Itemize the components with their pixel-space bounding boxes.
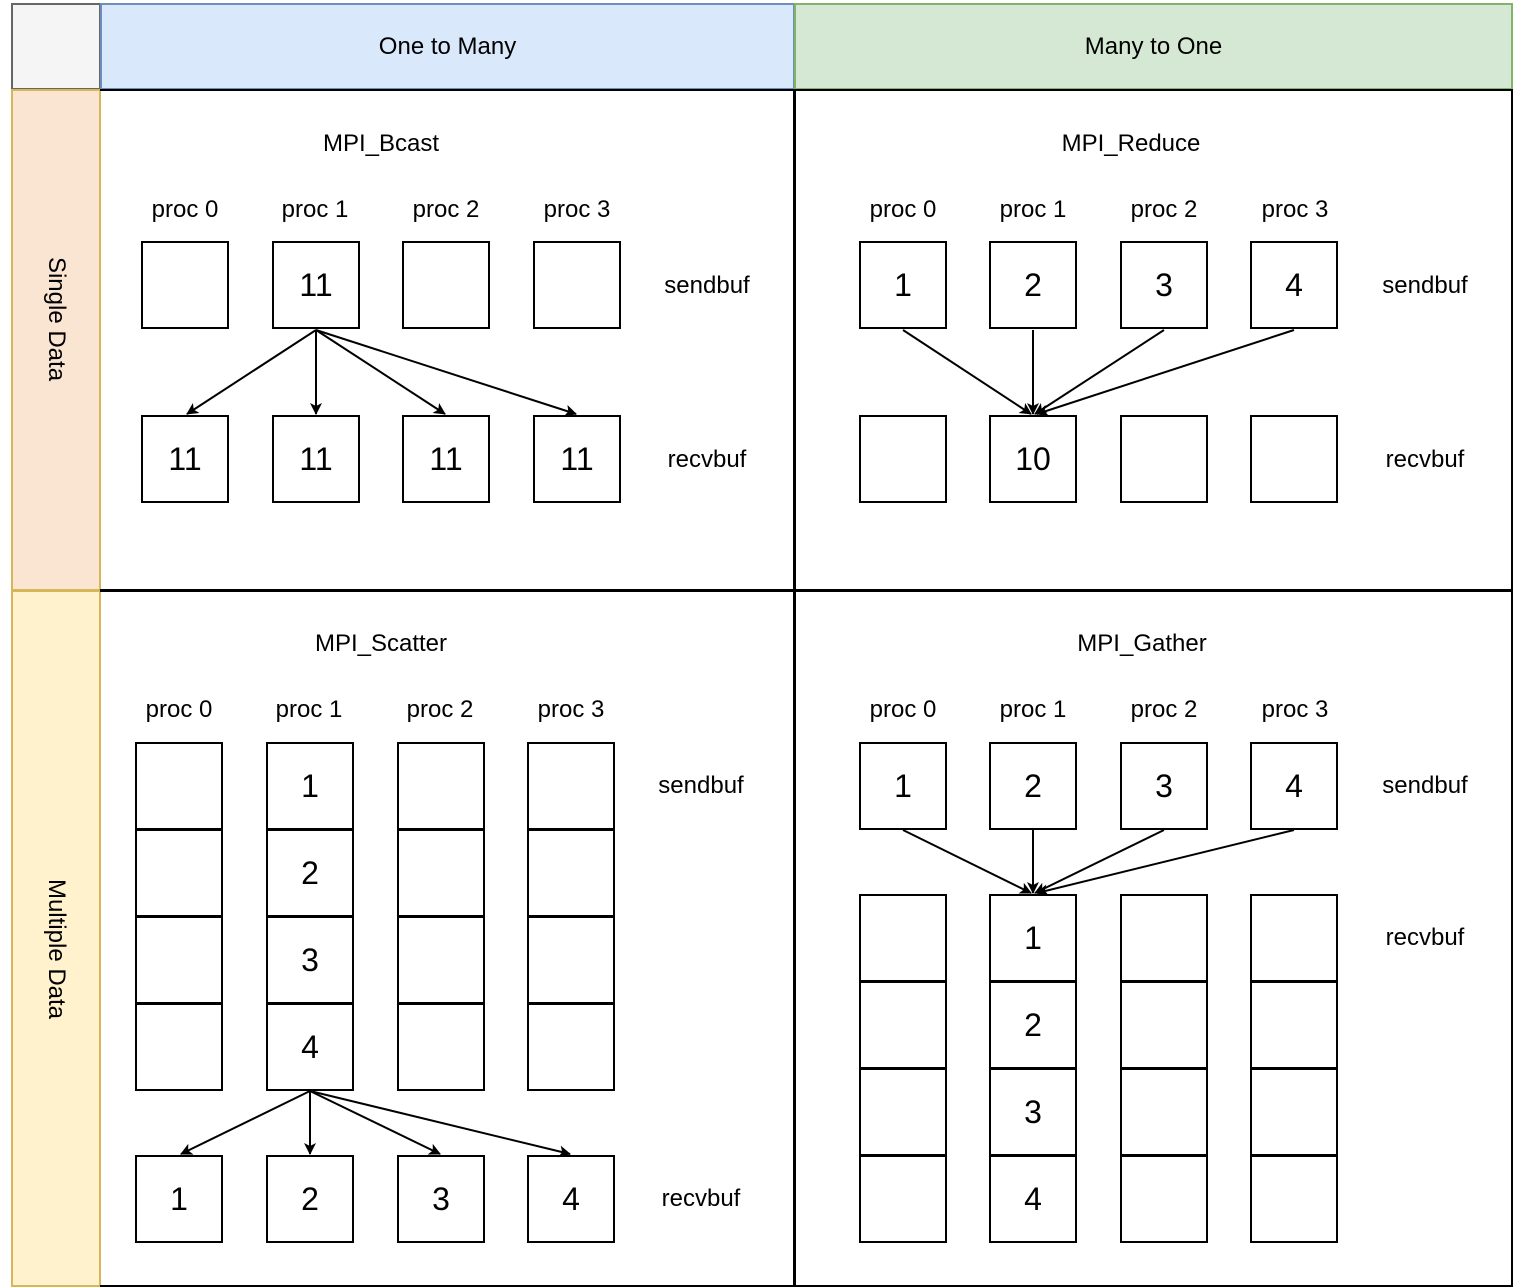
reduce-recv-box [859,415,947,503]
reduce-send-box: 2 [989,241,1077,329]
scatter-send-box: 3 [266,916,354,1004]
proc-label: proc 2 [406,696,474,723]
reduce-recv-box [1120,415,1208,503]
scatter-send-box [527,829,615,917]
row-header-label: Single Data [43,256,70,382]
gather-recv-box [859,1155,947,1243]
proc-label: proc 1 [281,196,349,223]
sendbuf-label: sendbuf [1382,272,1468,299]
bcast-recv-box: 11 [533,415,621,503]
recvbuf-label: recvbuf [667,446,747,473]
scatter-send-box: 2 [266,829,354,917]
gather-recv-box: 4 [989,1155,1077,1243]
scatter-send-box [397,1003,485,1091]
bcast-send-box [533,241,621,329]
scatter-send-box [527,916,615,1004]
scatter-send-box: 1 [266,742,354,830]
column-header-one-to-many: One to Many [100,3,795,90]
gather-recv-box: 2 [989,981,1077,1069]
scatter-title: MPI_Scatter [314,630,448,657]
gather-recv-box [859,894,947,982]
proc-label: proc 2 [1130,196,1198,223]
gather-recv-box [1250,981,1338,1069]
gather-recv-box: 3 [989,1068,1077,1156]
gather-cell [794,590,1513,1287]
gather-recv-box [1120,894,1208,982]
proc-label: proc 0 [869,196,937,223]
scatter-send-box [527,1003,615,1091]
sendbuf-label: sendbuf [658,772,744,799]
column-header-label: One to Many [378,33,517,60]
reduce-recv-box: 10 [989,415,1077,503]
gather-recv-box [859,1068,947,1156]
proc-label: proc 2 [1130,696,1198,723]
scatter-send-box [397,916,485,1004]
bcast-title: MPI_Bcast [322,130,440,157]
proc-label: proc 1 [999,196,1067,223]
scatter-send-box [135,1003,223,1091]
gather-recv-box [859,981,947,1069]
gather-recv-box [1250,1155,1338,1243]
reduce-send-box: 4 [1250,241,1338,329]
bcast-recv-box: 11 [402,415,490,503]
gather-recv-box [1250,1068,1338,1156]
gather-send-box: 2 [989,742,1077,830]
proc-label: proc 3 [1261,196,1329,223]
proc-label: proc 3 [543,196,611,223]
reduce-title: MPI_Reduce [1061,130,1201,157]
recvbuf-label: recvbuf [661,1185,741,1212]
bcast-send-box: 11 [272,241,360,329]
scatter-send-box: 4 [266,1003,354,1091]
gather-recv-box [1120,1068,1208,1156]
column-header-label: Many to One [1084,33,1223,60]
gather-send-box: 3 [1120,742,1208,830]
reduce-recv-box [1250,415,1338,503]
gather-send-box: 4 [1250,742,1338,830]
proc-label: proc 0 [145,696,213,723]
scatter-recv-box: 1 [135,1155,223,1243]
row-header-multiple-data: Multiple Data [11,590,101,1287]
scatter-recv-box: 4 [527,1155,615,1243]
reduce-cell [794,89,1513,591]
row-header-single-data: Single Data [11,89,101,591]
row-header-label: Multiple Data [43,878,70,1020]
sendbuf-label: sendbuf [1382,772,1468,799]
gather-recv-box [1250,894,1338,982]
gather-title: MPI_Gather [1077,630,1207,657]
bcast-cell [100,89,795,591]
proc-label: proc 3 [1261,696,1329,723]
scatter-send-box [135,916,223,1004]
proc-label: proc 1 [999,696,1067,723]
scatter-send-box [527,742,615,830]
scatter-send-box [397,742,485,830]
scatter-send-box [135,742,223,830]
bcast-send-box [141,241,229,329]
corner-cell [11,3,101,90]
bcast-recv-box: 11 [141,415,229,503]
bcast-recv-box: 11 [272,415,360,503]
proc-label: proc 0 [869,696,937,723]
proc-label: proc 0 [151,196,219,223]
reduce-send-box: 1 [859,241,947,329]
gather-recv-box [1120,1155,1208,1243]
proc-label: proc 1 [275,696,343,723]
proc-label: proc 3 [537,696,605,723]
scatter-send-box [135,829,223,917]
bcast-send-box [402,241,490,329]
scatter-recv-box: 2 [266,1155,354,1243]
column-header-many-to-one: Many to One [794,3,1513,90]
sendbuf-label: sendbuf [664,272,750,299]
recvbuf-label: recvbuf [1385,446,1465,473]
reduce-send-box: 3 [1120,241,1208,329]
scatter-recv-box: 3 [397,1155,485,1243]
proc-label: proc 2 [412,196,480,223]
recvbuf-label: recvbuf [1385,924,1465,951]
scatter-send-box [397,829,485,917]
gather-send-box: 1 [859,742,947,830]
gather-recv-box: 1 [989,894,1077,982]
gather-recv-box [1120,981,1208,1069]
